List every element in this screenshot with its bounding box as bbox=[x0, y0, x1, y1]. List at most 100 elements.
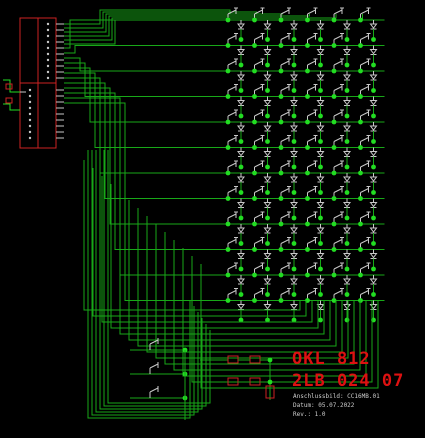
row-junction-dot bbox=[358, 94, 363, 99]
return-wire bbox=[155, 224, 349, 359]
aux-wire bbox=[260, 359, 271, 400]
diode-symbol bbox=[290, 278, 298, 284]
diode-symbol bbox=[237, 304, 245, 310]
connector-pin bbox=[46, 76, 50, 80]
row-bus bbox=[64, 87, 220, 225]
switch-contact bbox=[333, 9, 343, 15]
column-junction-dot bbox=[238, 139, 244, 144]
diode-symbol bbox=[343, 176, 351, 182]
connector-pin bbox=[46, 34, 50, 38]
switch-contact bbox=[333, 111, 343, 117]
switch-contact bbox=[254, 86, 263, 91]
diode-symbol bbox=[369, 100, 378, 106]
diode-symbol bbox=[316, 227, 325, 233]
switch-contact bbox=[254, 9, 263, 15]
switch-contact bbox=[307, 213, 316, 219]
switch-contact bbox=[227, 290, 237, 295]
row-junction-dot bbox=[305, 221, 310, 227]
column-junction-dot bbox=[238, 37, 244, 42]
diode-symbol bbox=[343, 74, 351, 80]
row-junction-dot bbox=[358, 17, 363, 23]
row-junction-dot bbox=[331, 17, 337, 23]
row-junction-dot bbox=[305, 196, 310, 201]
switch-contact bbox=[227, 264, 237, 270]
column-bus bbox=[64, 9, 231, 25]
row-junction-dot bbox=[305, 247, 310, 252]
column-junction-dot bbox=[318, 164, 323, 170]
diode-symbol bbox=[237, 125, 245, 131]
input-wire bbox=[3, 79, 20, 93]
diode-symbol bbox=[369, 304, 378, 310]
diode-symbol bbox=[316, 253, 325, 259]
row-junction-dot bbox=[252, 170, 257, 176]
connector-pin bbox=[46, 52, 50, 56]
diode-symbol bbox=[369, 227, 378, 233]
diode-symbol bbox=[369, 202, 378, 208]
row-junction-dot bbox=[225, 68, 231, 74]
row-junction-dot bbox=[252, 17, 257, 23]
diode-symbol bbox=[263, 227, 272, 233]
row-junction-dot bbox=[252, 119, 257, 125]
column-junction-dot bbox=[291, 266, 297, 272]
column-junction-dot bbox=[318, 139, 323, 144]
column-junction-dot bbox=[344, 139, 350, 144]
switch-contact bbox=[280, 35, 290, 40]
switch-contact bbox=[280, 60, 290, 66]
diode-symbol bbox=[237, 253, 245, 259]
diode-symbol bbox=[343, 202, 351, 208]
switch-contact bbox=[333, 35, 343, 40]
diode-symbol bbox=[343, 49, 351, 55]
connector-pin bbox=[46, 40, 50, 44]
column-junction-dot bbox=[265, 62, 270, 68]
diode-symbol bbox=[263, 202, 272, 208]
column-junction-dot bbox=[318, 62, 323, 68]
row-bus bbox=[64, 57, 220, 72]
diode-symbol bbox=[263, 151, 272, 157]
diode-symbol bbox=[369, 253, 378, 259]
row-junction-dot bbox=[358, 221, 363, 227]
return-wire bbox=[182, 248, 367, 377]
diode-symbol bbox=[316, 74, 325, 80]
connector-pin bbox=[28, 118, 32, 122]
row-junction-dot bbox=[305, 94, 310, 99]
switch-contact bbox=[360, 162, 369, 168]
switch-contact bbox=[227, 111, 237, 117]
column-junction-dot bbox=[265, 292, 270, 297]
diode-symbol bbox=[343, 227, 351, 233]
row-junction-dot bbox=[225, 272, 231, 278]
column-junction-dot bbox=[371, 292, 376, 297]
row-junction-dot bbox=[331, 145, 337, 150]
column-junction-dot bbox=[344, 88, 350, 93]
switch-contact bbox=[360, 290, 369, 295]
row-bus bbox=[64, 77, 220, 174]
diode-symbol bbox=[290, 49, 298, 55]
column-junction-dot bbox=[344, 113, 350, 119]
diode-symbol bbox=[369, 74, 378, 80]
row-bus bbox=[64, 82, 220, 199]
row-junction-dot bbox=[305, 17, 310, 23]
return-wire bbox=[99, 150, 203, 410]
row-junction-dot bbox=[278, 221, 284, 227]
switch-contact bbox=[307, 111, 316, 117]
column-junction-dot bbox=[238, 241, 244, 246]
connector-pin bbox=[46, 70, 50, 74]
drawing-title-line1: OKL 812 bbox=[292, 349, 371, 369]
aux-switch-contact bbox=[149, 363, 159, 369]
row-bus bbox=[64, 62, 220, 97]
column-bus bbox=[64, 13, 283, 33]
connector-pin bbox=[28, 124, 32, 128]
row-junction-dot bbox=[252, 196, 257, 201]
column-junction-dot bbox=[371, 113, 376, 119]
row-junction-dot bbox=[305, 272, 310, 278]
row-junction-dot bbox=[358, 247, 363, 252]
row-junction-dot bbox=[252, 43, 257, 48]
diode-symbol bbox=[290, 125, 298, 131]
return-wire bbox=[119, 192, 325, 335]
column-junction-dot bbox=[265, 113, 270, 119]
note-datum: Datum: 05.07.2022 bbox=[293, 402, 355, 409]
diode-symbol bbox=[290, 202, 298, 208]
column-junction-dot bbox=[291, 113, 297, 119]
column-junction-dot bbox=[344, 317, 350, 323]
row-junction-dot bbox=[252, 221, 257, 227]
